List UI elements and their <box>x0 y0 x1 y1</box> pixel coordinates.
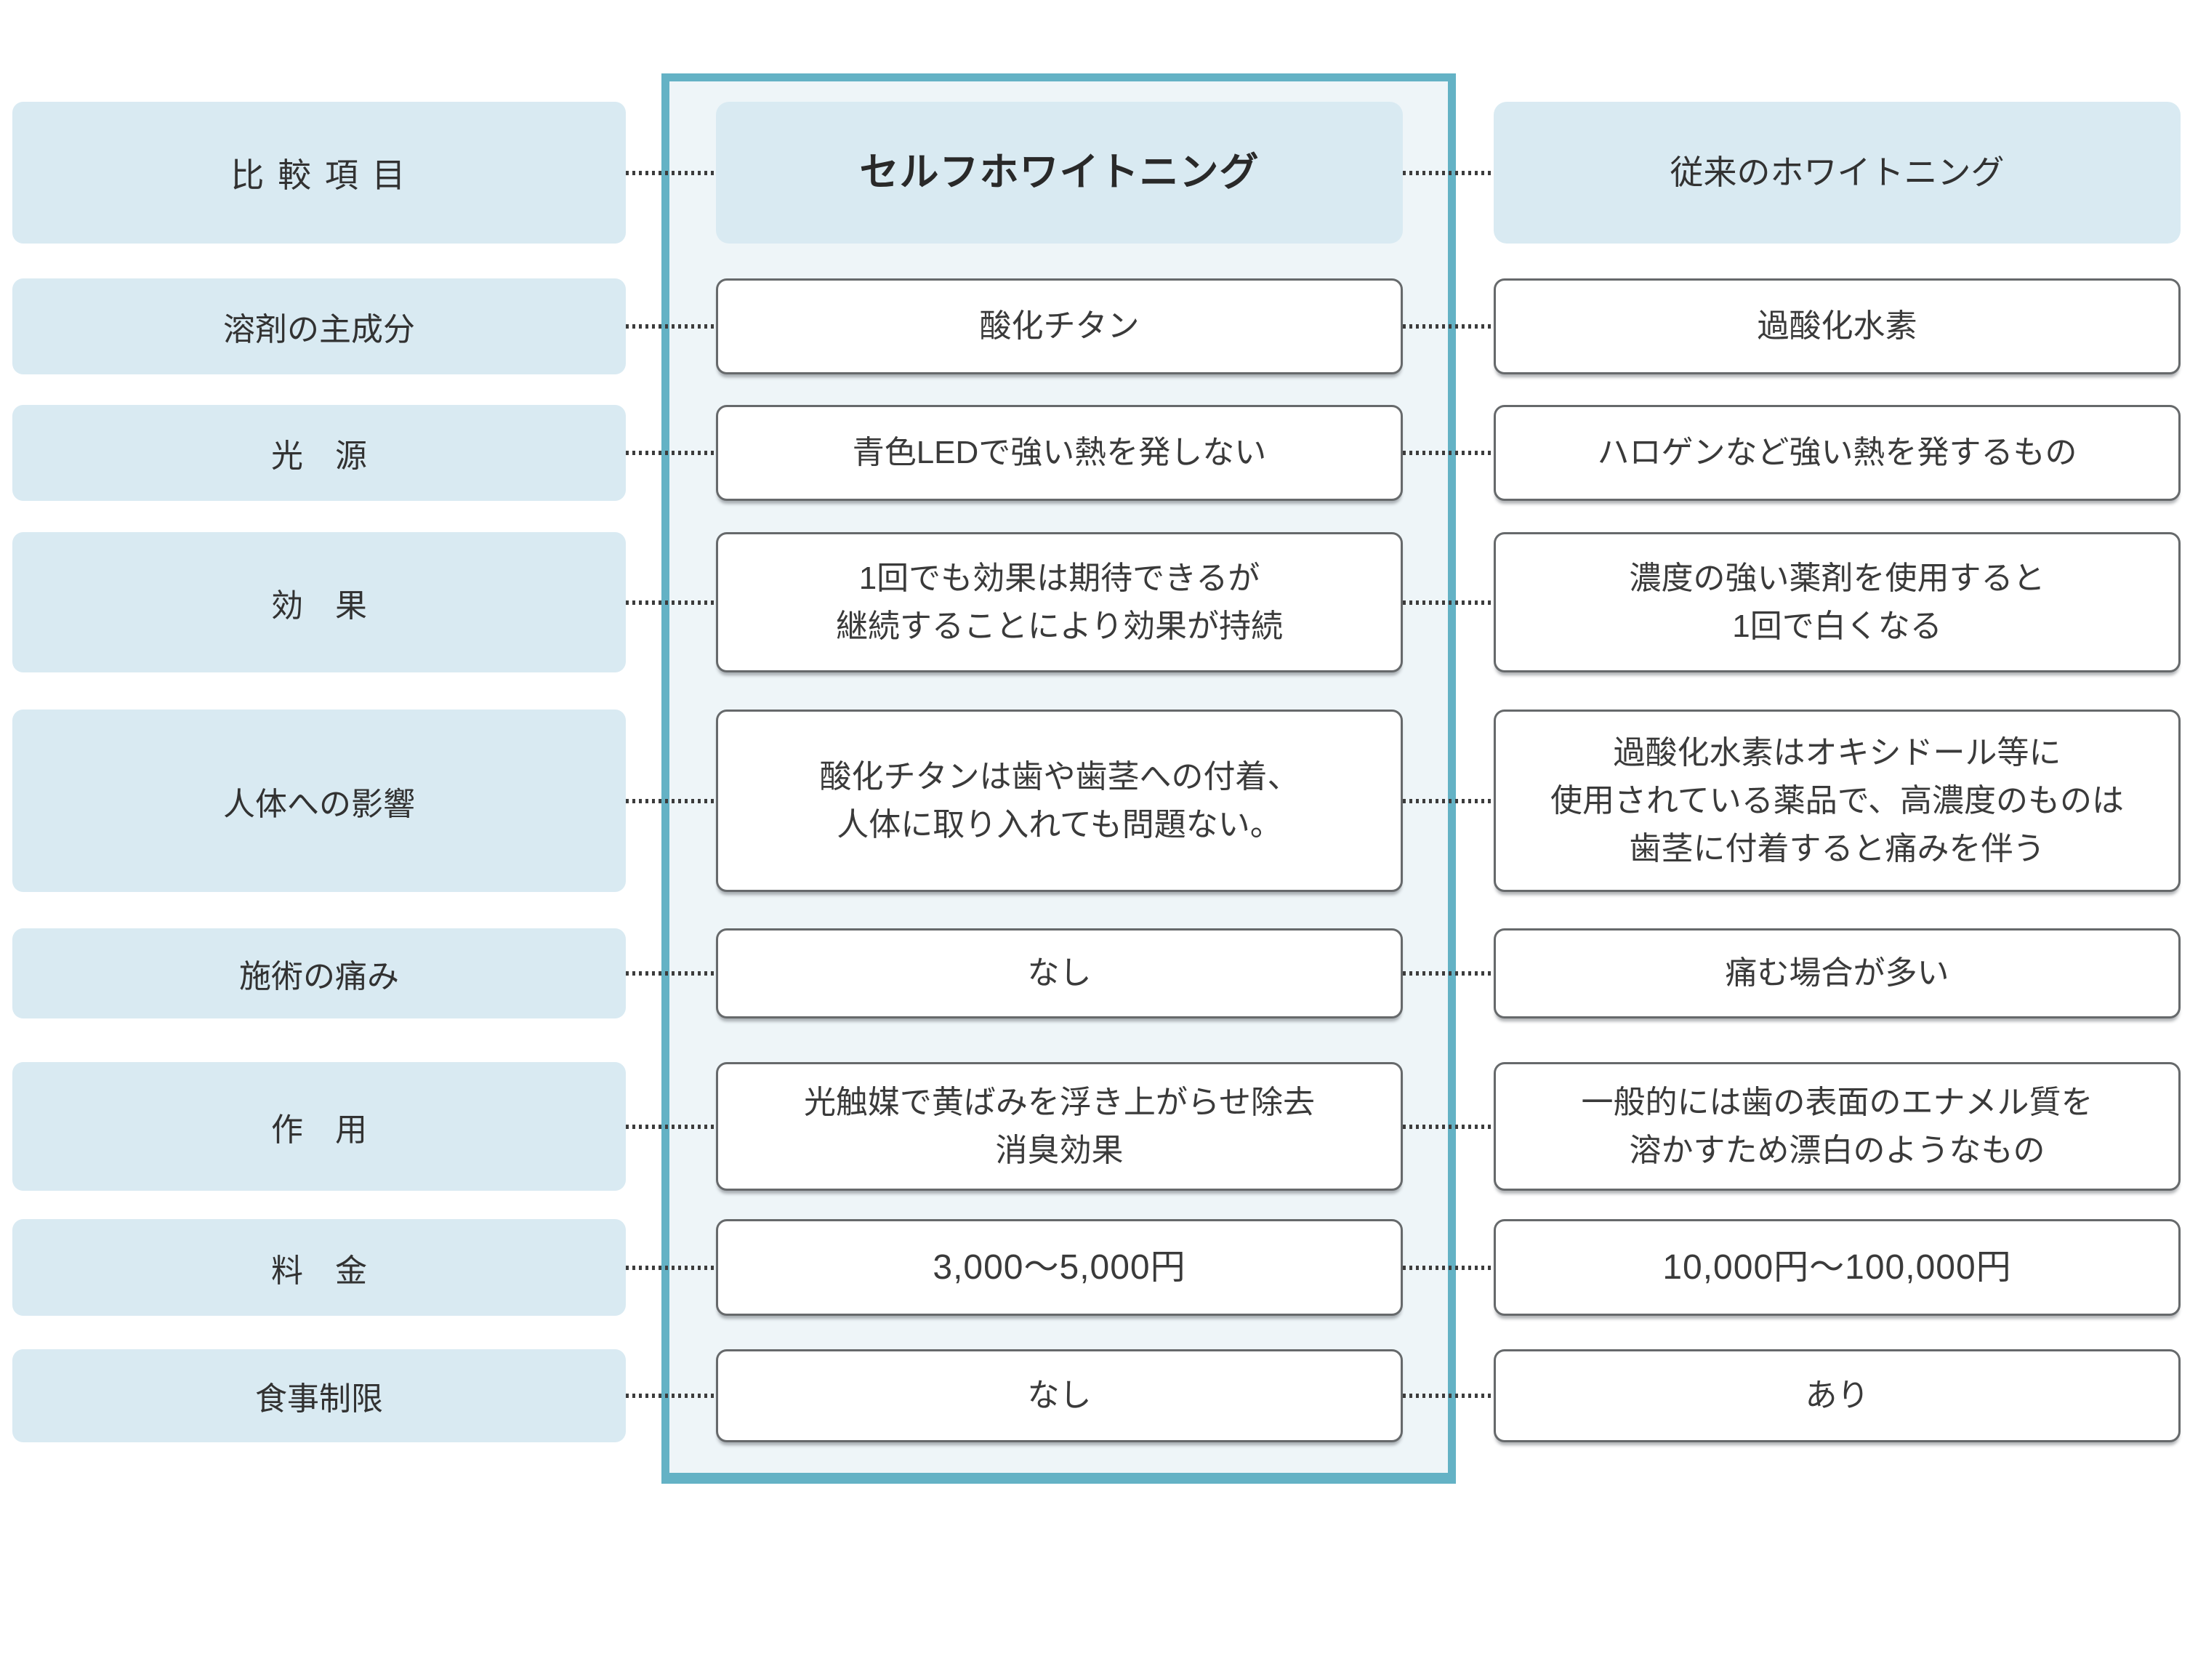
row-effect: 効 果 1回でも効果は期待できるが 継続することにより効果が持続 濃度の強い薬剤… <box>0 532 2198 672</box>
dotted-connector <box>626 324 716 329</box>
header-conventional-whitening: 従来のホワイトニング <box>1494 102 2181 244</box>
dotted-connector <box>1403 1265 1494 1270</box>
header-comparison-items: 比 較 項 目 <box>12 102 626 244</box>
row-action: 作 用 光触媒で黄ばみを浮き上がらせ除去 消臭効果 一般的には歯の表面のエナメル… <box>0 1062 2198 1191</box>
dotted-connector <box>626 971 716 976</box>
label-box: 光 源 <box>12 405 626 501</box>
self-value-box: 酸化チタン <box>716 278 1403 374</box>
conventional-value-box: ハロゲンなど強い熱を発するもの <box>1494 405 2181 501</box>
dotted-connector <box>1403 971 1494 976</box>
self-value-box: 酸化チタンは歯や歯茎への付着、 人体に取り入れても問題ない。 <box>716 710 1403 892</box>
dotted-connector <box>1403 600 1494 605</box>
label-box: 人体への影響 <box>12 710 626 892</box>
dotted-connector <box>1403 170 1494 175</box>
self-value-box: 青色LEDで強い熱を発しない <box>716 405 1403 501</box>
label-box: 溶剤の主成分 <box>12 278 626 374</box>
dotted-connector <box>626 1265 716 1270</box>
header-self-whitening: セルフホワイトニング <box>716 102 1403 244</box>
label-box: 効 果 <box>12 532 626 672</box>
dotted-connector <box>1403 324 1494 329</box>
row-diet-restriction: 食事制限 なし あり <box>0 1349 2198 1442</box>
dotted-connector <box>1403 798 1494 803</box>
header-row: 比 較 項 目 セルフホワイトニング 従来のホワイトニング <box>0 102 2198 244</box>
row-solvent-main-component: 溶剤の主成分 酸化チタン 過酸化水素 <box>0 278 2198 374</box>
dotted-connector <box>626 1124 716 1129</box>
dotted-connector <box>626 600 716 605</box>
dotted-connector <box>626 798 716 803</box>
label-box: 施術の痛み <box>12 928 626 1018</box>
self-value-box: なし <box>716 928 1403 1018</box>
self-value-box: 1回でも効果は期待できるが 継続することにより効果が持続 <box>716 532 1403 672</box>
dotted-connector <box>626 451 716 455</box>
label-box: 作 用 <box>12 1062 626 1191</box>
label-box: 食事制限 <box>12 1349 626 1442</box>
dotted-connector <box>1403 1394 1494 1398</box>
conventional-value-box: 過酸化水素 <box>1494 278 2181 374</box>
row-body-impact: 人体への影響 酸化チタンは歯や歯茎への付着、 人体に取り入れても問題ない。 過酸… <box>0 710 2198 892</box>
dotted-connector <box>1403 451 1494 455</box>
row-price: 料 金 3,000〜5,000円 10,000円〜100,000円 <box>0 1219 2198 1316</box>
self-value-box: 3,000〜5,000円 <box>716 1219 1403 1316</box>
conventional-value-box: あり <box>1494 1349 2181 1442</box>
conventional-value-box: 濃度の強い薬剤を使用すると 1回で白くなる <box>1494 532 2181 672</box>
conventional-value-box: 一般的には歯の表面のエナメル質を 溶かすため漂白のようなもの <box>1494 1062 2181 1191</box>
row-light-source: 光 源 青色LEDで強い熱を発しない ハロゲンなど強い熱を発するもの <box>0 405 2198 501</box>
self-value-box: 光触媒で黄ばみを浮き上がらせ除去 消臭効果 <box>716 1062 1403 1191</box>
dotted-connector <box>626 1394 716 1398</box>
conventional-value-box: 10,000円〜100,000円 <box>1494 1219 2181 1316</box>
dotted-connector <box>626 170 716 175</box>
label-box: 料 金 <box>12 1219 626 1316</box>
dotted-connector <box>1403 1124 1494 1129</box>
conventional-value-box: 過酸化水素はオキシドール等に 使用されている薬品で、高濃度のものは 歯茎に付着す… <box>1494 710 2181 892</box>
self-value-box: なし <box>716 1349 1403 1442</box>
conventional-value-box: 痛む場合が多い <box>1494 928 2181 1018</box>
row-treatment-pain: 施術の痛み なし 痛む場合が多い <box>0 928 2198 1018</box>
